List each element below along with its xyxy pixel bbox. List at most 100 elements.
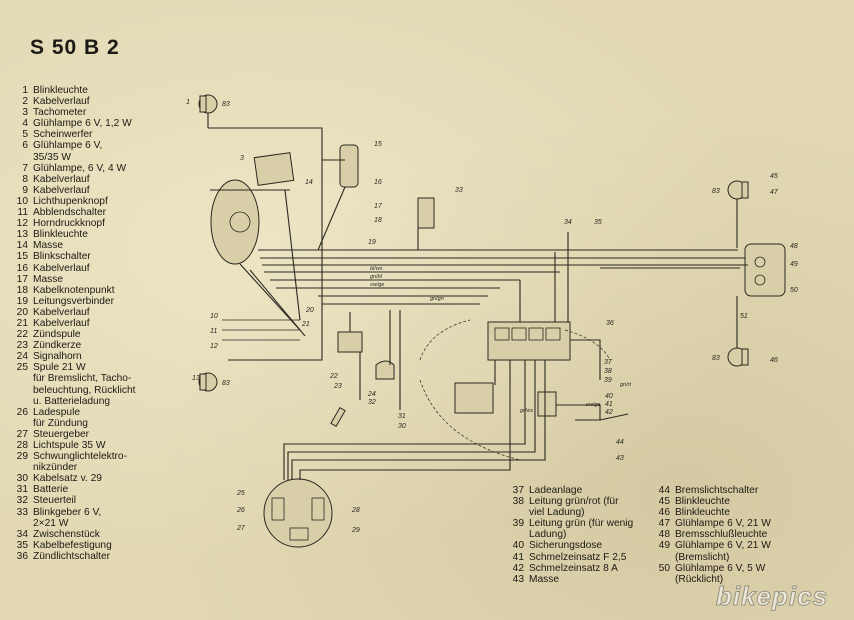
legend-item-number: 24: [16, 351, 28, 363]
spark-plug: [330, 407, 346, 427]
rear-left-blinker: 83: [712, 347, 749, 367]
legend-item-number: 25: [16, 362, 28, 374]
svg-text:12: 12: [210, 343, 218, 350]
legend-item-number: 15: [16, 251, 28, 263]
legend-item-label: Kabelverlauf: [33, 96, 90, 108]
legend-item-label: Zwischenstück: [33, 528, 100, 540]
legend-item-label: Zündlichtschalter: [33, 550, 111, 562]
legend-item: 47 Glühlampe 6 V, 21 W: [648, 518, 771, 529]
legend-item-label: Bremslichtschalter: [675, 485, 759, 496]
legend-item-number: 33: [16, 506, 28, 518]
legend-item-label: Horndruckknopf: [33, 218, 105, 230]
legend-item: viel Ladung): [502, 507, 633, 518]
legend-item-number: 46: [658, 507, 670, 519]
svg-text:23: 23: [333, 383, 342, 390]
central-connector-block: 36: [487, 320, 614, 361]
legend-item-number: [6, 373, 33, 384]
svg-text:17: 17: [374, 203, 383, 210]
legend-item: 25 Spule 21 W: [6, 362, 136, 373]
legend-item-number: 3: [22, 107, 28, 119]
legend-item-label: Blinkgeber 6 V,: [33, 506, 102, 518]
svg-text:gn/rt: gn/rt: [620, 382, 631, 388]
legend-item-label: Blinkschalter: [33, 251, 91, 263]
legend-item-label: Masse: [33, 240, 64, 252]
legend-item-label: Lichthupenknopf: [33, 195, 108, 207]
legend-item-number: 13: [16, 229, 28, 241]
legend-item-label: Kabelknotenpunkt: [33, 284, 115, 296]
legend-item-number: 39: [512, 518, 524, 530]
legend-item-number: 40: [512, 540, 524, 552]
legend-item: Ladung): [502, 529, 633, 540]
svg-text:30: 30: [398, 423, 406, 430]
svg-text:38: 38: [604, 368, 612, 375]
legend-item-number: 36: [16, 550, 28, 562]
svg-text:25: 25: [236, 490, 245, 497]
legend-item-number: 14: [16, 240, 28, 252]
legend-item-number: 1: [22, 85, 28, 96]
front-right-blinker: 83 13: [192, 372, 230, 392]
legend-item-label: Glühlampe 6 V, 21 W: [675, 518, 771, 530]
svg-text:43: 43: [616, 455, 624, 462]
legend-item-number: 44: [658, 485, 670, 496]
svg-text:sw/ge: sw/ge: [586, 402, 600, 408]
legend-item-number: 48: [658, 529, 670, 541]
legend-item-number: 29: [16, 451, 28, 463]
svg-text:49: 49: [790, 261, 798, 268]
legend-item-number: 47: [658, 518, 670, 530]
legend-item-label: Sicherungsdose: [529, 540, 603, 552]
legend-item-label: Schmelzeinsatz F 2,5: [529, 551, 627, 563]
legend-item-label: Leitung grün (für wenig: [529, 518, 634, 530]
legend-item-label: Ladung): [529, 529, 567, 541]
svg-text:22: 22: [329, 373, 338, 380]
legend-item-label: Blinkleuchte: [33, 229, 88, 241]
legend-item-label: für Bremslicht, Tacho-: [33, 373, 132, 385]
legend-item-number: 5: [22, 129, 28, 141]
legend-item-label: Bremsschlußleuchte: [675, 529, 768, 541]
svg-text:47: 47: [770, 189, 779, 196]
svg-text:bl/ws: bl/ws: [370, 266, 383, 272]
svg-text:27: 27: [236, 525, 246, 532]
legend-item-label: für Zündung: [33, 417, 88, 429]
legend-item-label: nikzünder: [33, 462, 78, 474]
legend-item-label: Kabelbefestigung: [33, 539, 112, 551]
ignition-coil: 22 23: [329, 331, 363, 390]
svg-text:48: 48: [790, 243, 798, 250]
headlight: [210, 179, 290, 265]
legend-item: u. Batterieladung: [6, 396, 136, 407]
legend-item-label: Abblendschalter: [33, 207, 107, 219]
legend-item-number: 32: [16, 495, 28, 507]
svg-text:39: 39: [604, 377, 612, 384]
svg-text:83: 83: [712, 355, 720, 362]
legend-item-number: [6, 385, 33, 396]
legend-item: für Bremslicht, Tacho-: [6, 373, 136, 384]
flywheel-magneto: 25 26 27 28 29: [236, 478, 360, 548]
legend-item-label: Spule 21 W: [33, 362, 86, 374]
legend-item-label: Batterie: [33, 484, 69, 496]
legend-item-number: [6, 518, 33, 529]
legend-item: 15 Blinkschalter: [6, 251, 136, 262]
svg-text:41: 41: [605, 401, 613, 408]
legend-item-number: 41: [512, 551, 524, 563]
